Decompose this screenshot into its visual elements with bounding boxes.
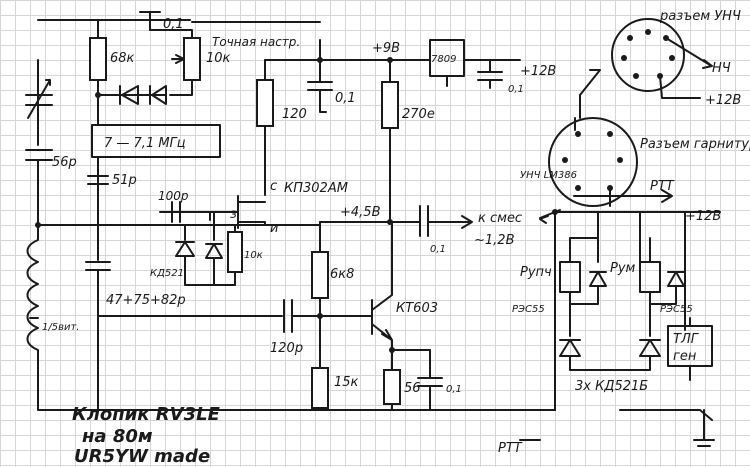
label-v45: +4,5В [340,205,381,220]
label-c-120p: 120р [270,341,303,356]
label-r-15k: 15к [334,375,359,390]
label-coil-tap: 1/5вит. [42,322,80,333]
label-reed-1: РЭС55 [512,304,545,315]
label-gen-2: ген [673,349,697,364]
label-12v-ptt: +12В [685,209,721,224]
label-c-51p: 51р [112,173,137,188]
label-diodes: 3х КД521Б [575,379,648,394]
label-cap-set: 47+75+82р [106,293,186,308]
label-z: з [230,207,237,222]
label-nch: НЧ [712,61,731,76]
label-diode-kd521: КД521 [150,268,184,279]
label-c-01-mid: 0,1 [335,91,356,106]
capacitor-51p-symbol [87,175,109,185]
label-r-10k-b: 10к [244,250,263,261]
regulator [381,39,521,225]
label-transistor-2: КТ603 [396,301,438,316]
label-v12: +12В [520,64,556,79]
buffer-stage [97,205,473,411]
label-r-68k: 68к [110,51,135,66]
label-i: и [270,221,278,236]
relay-block [519,209,721,447]
connector-unch-symbol [611,18,685,92]
label-relay-1: Рупч [520,265,552,280]
label-r-6k8: 6к8 [330,267,354,282]
label-c-01-top: 0,1 [163,17,184,32]
title-line-2: на 80м [82,426,153,447]
label-transistor-1: КП302АМ [284,181,348,196]
label-reed-2: РЭС55 [660,304,693,315]
left-rail [25,59,556,411]
label-c-01-out: 0,1 [430,244,446,255]
label-conn-headset: Разъем гарнитуры [640,137,750,152]
label-c-56p: 56р [52,155,77,170]
varicap-diode-symbol [119,85,167,105]
coil-symbol [26,224,39,381]
label-c-100p: 100р [158,189,189,203]
label-to-mixer: к смес [478,211,522,226]
label-gen-1: ТЛГ [673,332,700,347]
top-left-network [37,19,221,411]
label-ptt: PTT [650,179,675,194]
label-r-270: 270е [402,107,435,122]
label-c-01-em: 0,1 [446,384,462,395]
label-c-01-reg: 0,1 [508,84,524,95]
label-freq-range: 7 — 7,1 МГц [104,136,186,151]
resistor-15k-symbol [311,367,329,409]
label-r-120: 120 [282,107,307,122]
label-v12-mixer: ~1,2В [474,233,515,248]
freq-range-box [91,124,221,158]
label-s: с [270,179,277,194]
label-reg-7809: 7809 [431,54,456,65]
label-r-10k: 10к [206,51,231,66]
connector-headset-symbol [548,117,638,207]
label-relay-2: Рум [610,261,636,276]
title-line-1: Клопик RV3LE [72,404,221,425]
unch-connector [579,18,713,119]
tuning-pot [139,11,321,96]
headset-connector [539,117,673,224]
label-unch-ic: УНЧ LM386 [520,170,577,181]
label-conn-unch: разъем УНЧ [659,9,741,24]
jfet-stage [159,39,391,286]
transistor-kt603-symbol [371,271,393,351]
label-v9: +9В [372,41,400,56]
label-tuning: Точная настр. [212,35,300,49]
title-line-3: UR5YW made [74,446,210,467]
label-v12-b: +12В [705,93,741,108]
label-ptt-bottom: PTT [498,441,523,456]
label-r-56: 56 [404,381,421,396]
capacitor-100p-symbol [171,201,181,223]
